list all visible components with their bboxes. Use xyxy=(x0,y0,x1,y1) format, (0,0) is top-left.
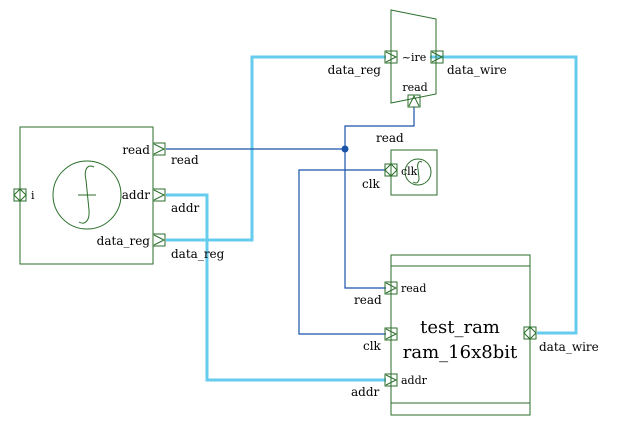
net-label-ram-clk: clk xyxy=(363,339,382,353)
wire-junction xyxy=(341,145,349,153)
function-icon xyxy=(52,160,122,230)
wire-clk[interactable] xyxy=(298,169,386,335)
ram-pin-read-label: read xyxy=(401,282,426,295)
inverter-port-out-label: data_wire xyxy=(447,63,507,77)
left-block[interactable]: i read addr data_reg xyxy=(13,126,166,265)
net-label-ram-data-wire: data_wire xyxy=(539,340,599,354)
clock-glyph xyxy=(412,161,423,184)
ram-pin-clk-arrow xyxy=(385,328,398,340)
left-port-addr-label: addr xyxy=(122,188,151,202)
net-label-left-addr: addr xyxy=(171,201,200,215)
wire-read-up[interactable] xyxy=(344,107,415,149)
inverter-symbol-label: ~ire xyxy=(402,51,427,64)
wire-read-down[interactable] xyxy=(344,149,386,289)
net-label-inverter-read: read xyxy=(376,131,404,145)
net-label-left-read: read xyxy=(171,153,199,167)
net-label-ram-addr: addr xyxy=(351,385,380,399)
ram-body xyxy=(390,254,531,416)
inverter-port-in-arrow xyxy=(385,51,398,63)
clock-block[interactable]: clk xyxy=(384,149,438,196)
inverter-block[interactable]: ~ire data_reg data_wire read xyxy=(328,9,507,108)
wire-addr[interactable] xyxy=(166,193,386,382)
net-label-clock-clk: clk xyxy=(362,177,381,191)
left-port-read-label: read xyxy=(122,143,150,157)
left-port-data-reg-label: data_reg xyxy=(97,234,151,248)
ram-instance-name: test_ram xyxy=(420,317,500,338)
clock-port-diamond xyxy=(384,163,398,177)
ram-pin-addr-label: addr xyxy=(401,374,428,387)
clock-port-label: clk xyxy=(401,165,418,178)
clock-body xyxy=(390,149,438,196)
inverter-port-read-arrow xyxy=(408,94,420,107)
port-i-diamond xyxy=(13,188,27,202)
left-port-read-arrow xyxy=(153,143,166,155)
inverter-port-read-label: read xyxy=(402,81,427,94)
net-label-ram-read: read xyxy=(354,293,382,307)
ram-pin-data-wire-diamond xyxy=(523,326,537,340)
ram-block[interactable]: test_ram ram_16x8bit read addr xyxy=(384,254,537,416)
inverter-port-out-arrow xyxy=(431,51,444,63)
net-label-left-data-reg: data_reg xyxy=(171,247,225,261)
wire-data-wire[interactable] xyxy=(430,55,578,335)
left-port-addr-arrow xyxy=(153,189,166,201)
inverter-port-in-label: data_reg xyxy=(328,63,382,77)
ram-pin-read-arrow xyxy=(385,282,398,294)
ram-type-name: ram_16x8bit xyxy=(403,342,518,363)
port-i-label: i xyxy=(31,189,35,202)
clock-icon xyxy=(404,158,432,186)
ram-pin-addr-arrow xyxy=(385,374,398,386)
inverter-body xyxy=(390,9,437,104)
left-port-data-reg-arrow xyxy=(153,234,166,246)
